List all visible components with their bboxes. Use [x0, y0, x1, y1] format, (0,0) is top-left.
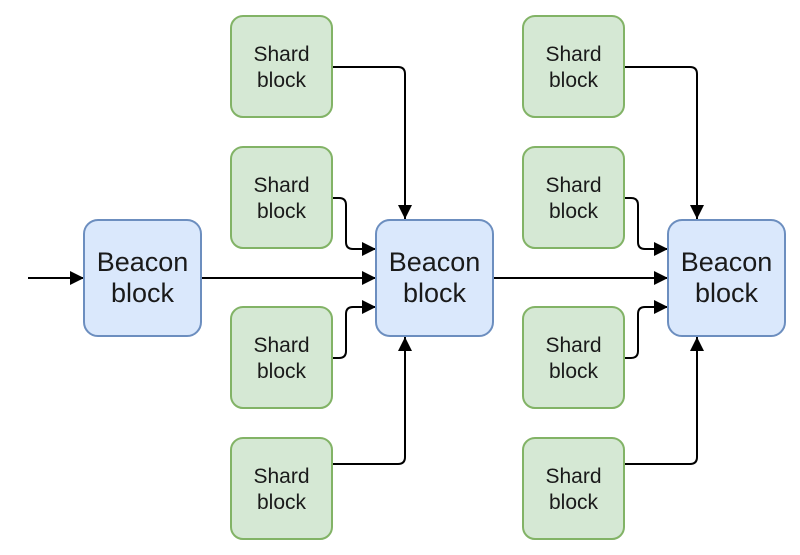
edge-shard-1-lower — [332, 300, 376, 359]
edge-shard-2-upper — [624, 197, 668, 256]
shard-block-label-line2: block — [257, 69, 307, 92]
shard-block-2-bottom: Shard block — [522, 437, 625, 540]
shard-block-2-upper: Shard block — [522, 146, 625, 249]
shard-block-2-lower: Shard block — [522, 306, 625, 409]
shard-block-label-line1: Shard — [253, 43, 309, 66]
shard-block-2-top: Shard block — [522, 15, 625, 118]
beacon-block-3: Beacon block — [667, 219, 786, 337]
beacon-block-2-label-line1: Beacon — [389, 247, 481, 277]
shard-block-1-lower: Shard block — [230, 306, 333, 409]
shard-block-label-line2: block — [257, 360, 307, 383]
beacon-block-1-label-line2: block — [111, 278, 175, 308]
beacon-block-2: Beacon block — [375, 219, 494, 337]
shard-block-1-upper: Shard block — [230, 146, 333, 249]
shard-block-label-line2: block — [549, 69, 599, 92]
shard-block-label-line2: block — [257, 491, 307, 514]
beacon-block-2-label-line2: block — [403, 278, 467, 308]
shard-block-1-bottom: Shard block — [230, 437, 333, 540]
edge-shard-2-lower — [624, 300, 668, 359]
beacon-block-3-label-line1: Beacon — [681, 247, 773, 277]
edge-shard-1-upper — [332, 197, 376, 256]
shard-block-1-top: Shard block — [230, 15, 333, 118]
shard-block-label-line1: Shard — [545, 334, 601, 357]
edge-shard-1-bottom — [332, 337, 412, 465]
edge-shard-2-bottom — [624, 337, 704, 465]
shard-block-label-line1: Shard — [545, 465, 601, 488]
shard-block-label-line2: block — [549, 200, 599, 223]
beacon-block-3-label-line2: block — [695, 278, 759, 308]
edges — [28, 66, 704, 465]
shard-block-label-line2: block — [257, 200, 307, 223]
shard-block-label-line2: block — [549, 360, 599, 383]
edge-shard-2-top — [624, 66, 704, 219]
shard-block-label-line1: Shard — [253, 334, 309, 357]
shard-block-label-line1: Shard — [253, 174, 309, 197]
beacon-block-1-label-line1: Beacon — [97, 247, 189, 277]
shard-block-label-line1: Shard — [545, 174, 601, 197]
beacon-block-1: Beacon block — [83, 219, 202, 337]
shard-block-label-line1: Shard — [545, 43, 601, 66]
shard-block-label-line2: block — [549, 491, 599, 514]
edge-shard-1-top — [332, 66, 412, 219]
shard-block-label-line1: Shard — [253, 465, 309, 488]
